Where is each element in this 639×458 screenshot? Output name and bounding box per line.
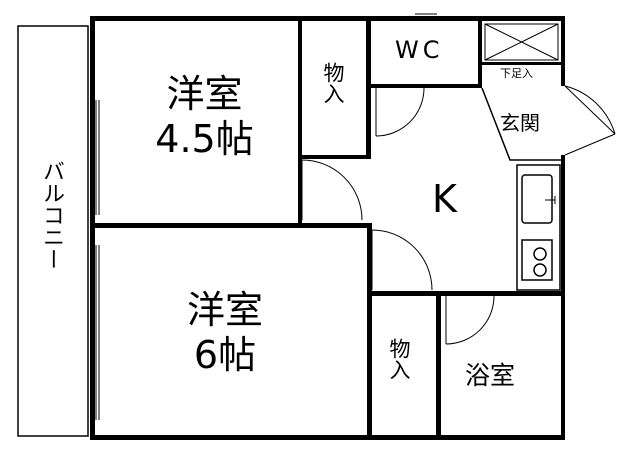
room-wc: WC <box>395 36 444 64</box>
room-western-large-size: 6帖 <box>193 332 257 377</box>
balcony-outline <box>17 25 89 437</box>
room-western-large-name: 洋室 <box>186 288 263 332</box>
kitchen-counter <box>516 164 561 291</box>
balcony-label: バルコニー <box>39 160 64 270</box>
room-kitchen: K <box>432 177 457 221</box>
balcony-windows <box>95 13 437 420</box>
door-swings <box>301 85 616 345</box>
sink-faucet <box>545 196 556 204</box>
outer-walls <box>90 16 565 440</box>
closet-bottom: 物入 <box>387 338 411 380</box>
shoe-box-label: 下足入 <box>500 67 533 80</box>
closet-top: 物入 <box>321 62 345 104</box>
room-entrance: 玄関 <box>500 111 540 135</box>
interior-walls <box>95 21 562 438</box>
room-western-large: 洋室 6帖 <box>170 288 280 378</box>
room-western-small-size: 4.5帖 <box>155 116 254 161</box>
entrance-step <box>481 87 561 161</box>
room-western-small-name: 洋室 <box>166 72 243 116</box>
shoe-box <box>484 23 559 61</box>
room-western-small: 洋室 4.5帖 <box>142 72 267 162</box>
room-bath: 浴室 <box>465 361 516 390</box>
